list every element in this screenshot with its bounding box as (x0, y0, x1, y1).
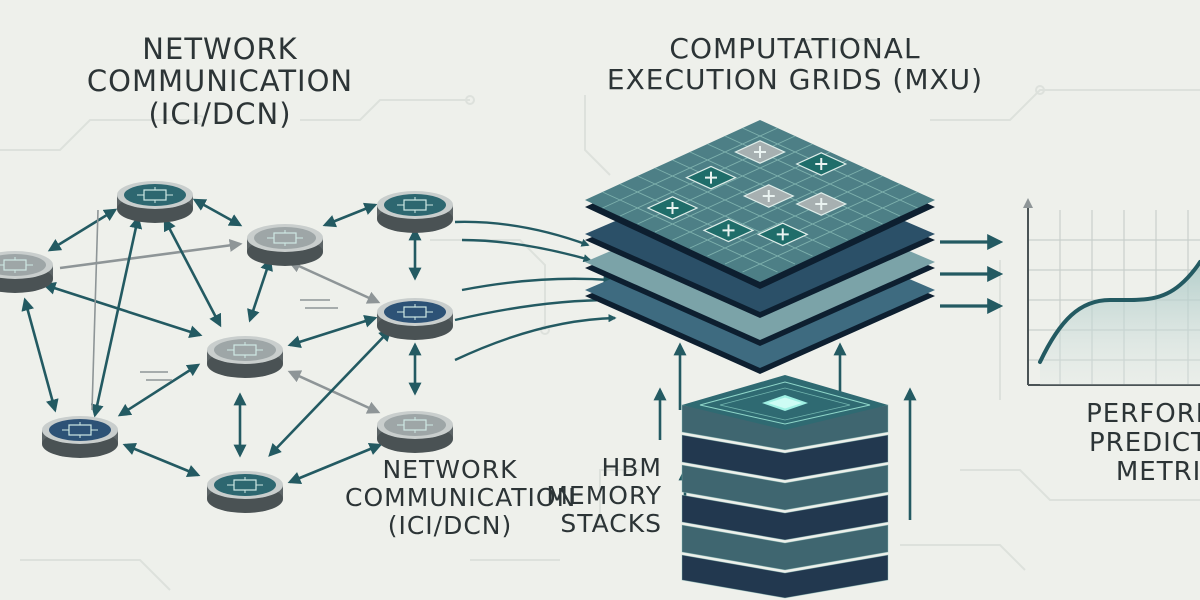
plus-cell-icon (795, 152, 848, 176)
network-link (268, 328, 392, 457)
chip-node-icon (42, 416, 118, 458)
plus-cell-icon (734, 140, 786, 164)
network-links (21, 198, 422, 485)
chart-area (1040, 262, 1200, 385)
network-nodes (0, 181, 453, 513)
network-title-bottom: NETWORK COMMUNICATION (ICI/DCN) (345, 455, 577, 540)
circuit-background (0, 39, 1200, 591)
compute-title: COMPUTATIONAL EXECUTION GRIDS (MXU) (606, 32, 984, 97)
network-link (287, 260, 381, 304)
hbm-stack (681, 375, 889, 599)
flow-arrow (454, 220, 590, 247)
chip-node-icon (207, 471, 283, 513)
plus-cell-icon (756, 222, 809, 247)
network-link (21, 297, 59, 413)
network-link (322, 202, 378, 228)
network-link (91, 209, 99, 411)
plus-cell-icon (646, 196, 699, 220)
chart-line (1038, 260, 1200, 364)
chip-node-icon (377, 191, 453, 233)
hbm-label: HBM MEMORY STACKS (546, 453, 662, 538)
plus-cell-icon (685, 165, 737, 190)
hbm-layer (681, 554, 889, 599)
flow-arrow (454, 314, 617, 362)
network-link (47, 208, 118, 252)
plus-cell-icon (702, 218, 755, 243)
network-link (90, 215, 143, 418)
flow-arrow (461, 238, 592, 263)
mxu-layer-top (585, 120, 935, 289)
plus-cell-icon (742, 184, 795, 208)
flow-arrow (461, 275, 612, 292)
network-link (192, 198, 243, 227)
flow-arrow (454, 295, 614, 322)
hbm-layer (681, 434, 889, 481)
network-link (163, 217, 222, 328)
network-link (117, 363, 201, 417)
network-link (287, 314, 378, 349)
network-link (59, 238, 243, 270)
hbm-top-die (682, 375, 888, 430)
hbm-layer (681, 524, 889, 571)
chip-core-icon (762, 395, 808, 411)
hbm-layer (681, 494, 889, 541)
chip-node-icon (377, 298, 453, 340)
chip-node-icon (117, 181, 193, 223)
network-link (122, 442, 201, 478)
hbm-layer (681, 464, 889, 511)
performance-label: PERFORMA PREDICTIO METRICS (1086, 399, 1200, 488)
chip-node-icon (207, 336, 283, 378)
plus-cell-icon (795, 192, 848, 216)
network-title-top: NETWORK COMMUNICATION (ICI/DCN) (86, 32, 354, 131)
network-link (247, 257, 273, 323)
mxu-stack (585, 120, 935, 374)
chip-node-icon (0, 251, 53, 293)
chip-node-icon (247, 224, 323, 266)
performance-chart (1023, 198, 1200, 386)
flow-arrows-out (940, 234, 1004, 314)
chip-node-icon (377, 411, 453, 453)
network-link (287, 370, 381, 414)
network-link (287, 442, 383, 485)
